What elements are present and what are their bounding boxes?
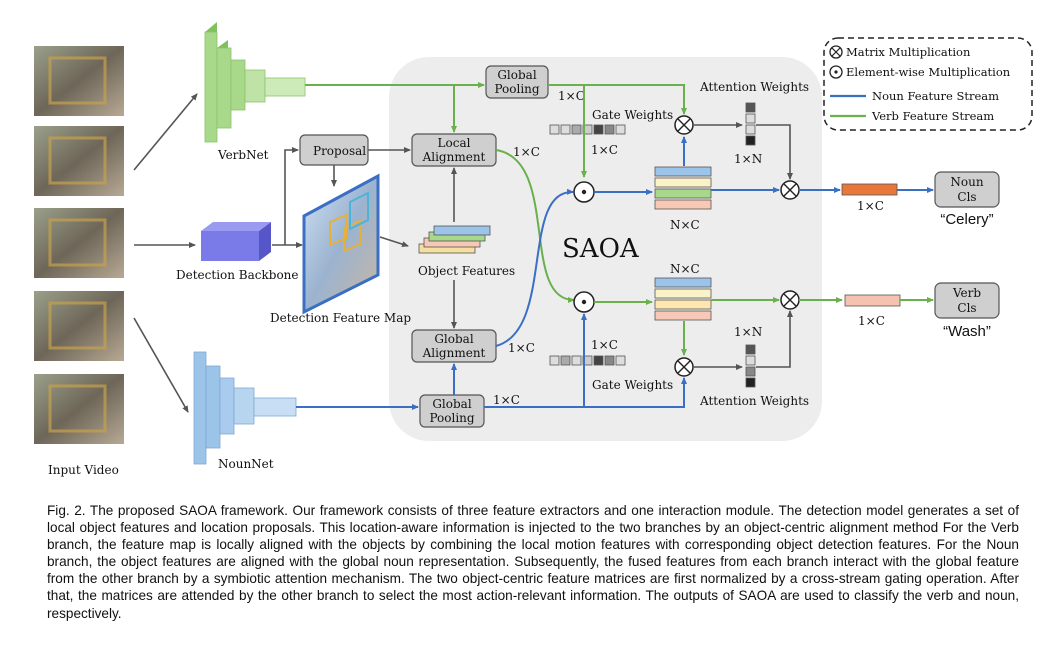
bottom-weights-to-output-node	[756, 310, 793, 368]
noun-matrix-dim-label: N×C	[670, 218, 700, 232]
arrow-video-to-nounnet	[133, 317, 189, 413]
noun-output-dim-label: 1×C	[857, 199, 884, 213]
verb-global-pooling-line2: Pooling	[494, 82, 539, 96]
legend-noun-stream: Noun Feature Stream	[872, 89, 999, 103]
top-gate-weights	[549, 124, 626, 135]
bottom-matrix-multiplication-node	[674, 357, 694, 377]
legend-elementwise-multiplication: Element-wise Multiplication	[846, 65, 1011, 79]
global-alignment-dim-label: 1×C	[508, 341, 535, 355]
verb-stream-to-top-attention	[548, 84, 687, 115]
detection-feature-map-label: Detection Feature Map	[270, 311, 411, 325]
video-frame	[34, 46, 124, 116]
noun-output-vector	[841, 183, 898, 196]
detection-backbone-label: Detection Backbone	[176, 268, 299, 282]
verb-output-multiplication-node	[780, 290, 800, 310]
video-frame	[34, 374, 124, 444]
local-alignment-label-line1: Local	[438, 136, 471, 150]
legend-verb-stream: Verb Feature Stream	[871, 109, 994, 123]
bottom-gate-weights-label: Gate Weights	[592, 378, 673, 392]
noun-output-multiplication-node	[780, 180, 800, 200]
bottom-attention-dim-label: 1×N	[734, 325, 762, 339]
noun-feature-matrix	[654, 166, 712, 210]
arrow-video-to-verbnet	[133, 93, 198, 171]
verb-feature-matrix	[654, 277, 712, 321]
verb-aligned-feature-curve	[495, 149, 575, 303]
dot-icon	[581, 299, 587, 305]
noun-stream-to-bottom-attention	[584, 377, 687, 408]
nounnet-label: NounNet	[218, 457, 274, 471]
top-attention-weight-vector	[745, 102, 756, 146]
noun-cls-box	[934, 171, 1000, 208]
saoa-framework-diagram: SAOA Input Video VerbNet NounNet Detect	[34, 22, 1033, 477]
verb-matrix-dim-label: N×C	[670, 262, 700, 276]
legend-matrix-multiplication: Matrix Multiplication	[846, 45, 971, 59]
local-alignment-dim-label: 1×C	[513, 145, 540, 159]
noun-pooling-dim-label: 1×C	[493, 393, 520, 407]
top-attention-dim-label: 1×N	[734, 152, 762, 166]
video-frame	[34, 291, 124, 361]
verb-global-pooling-box	[485, 65, 549, 99]
bottom-gate-weights	[549, 355, 626, 366]
noun-cls-line2: Cls	[957, 190, 976, 204]
noun-prediction-label: “Celery”	[940, 211, 993, 228]
video-frame	[34, 208, 124, 278]
nounnet-block	[193, 351, 297, 465]
verbnet-block	[204, 22, 306, 143]
elementwise-multiplication-icon	[829, 65, 843, 79]
verb-cls-line1: Verb	[952, 286, 981, 300]
bottom-attention-weight-vector	[745, 344, 756, 388]
global-alignment-label-line2: Alignment	[422, 346, 486, 360]
bottom-attention-weights-label: Attention Weights	[699, 394, 809, 408]
noun-global-pooling-line2: Pooling	[429, 411, 474, 425]
top-matrix-multiplication-node	[674, 115, 694, 135]
detection-feature-map	[302, 173, 380, 315]
bottom-gate-dim-label: 1×C	[591, 338, 618, 352]
global-alignment-label-line1: Global	[434, 332, 473, 346]
noun-global-pooling-box	[419, 394, 485, 428]
noun-global-pooling-line1: Global	[432, 397, 471, 411]
top-gate-weights-label: Gate Weights	[592, 108, 673, 122]
figure-caption: Fig. 2. The proposed SAOA framework. Our…	[47, 503, 1019, 621]
verb-cls-line2: Cls	[957, 301, 976, 315]
noun-aligned-feature-curve	[495, 188, 574, 347]
verb-output-vector	[844, 294, 901, 307]
legend: Matrix Multiplication Element-wise Multi…	[823, 37, 1033, 131]
input-video-frames	[34, 46, 124, 444]
top-attention-weights-label: Attention Weights	[699, 80, 809, 94]
detection-backbone-block	[201, 222, 271, 261]
top-gate-dim-label: 1×C	[591, 143, 618, 157]
dot-icon	[581, 189, 587, 195]
input-video-label: Input Video	[48, 463, 119, 477]
verb-prediction-label: “Wash”	[943, 323, 991, 340]
local-alignment-label-line2: Alignment	[422, 150, 486, 164]
top-weights-to-output-node	[756, 124, 793, 180]
verbnet-label: VerbNet	[217, 148, 269, 162]
arrow-backbone-to-proposal	[284, 147, 299, 245]
verb-pooling-dim-label: 1×C	[558, 89, 585, 103]
matrix-multiplication-icon	[829, 45, 843, 59]
verb-output-dim-label: 1×C	[858, 314, 885, 328]
verb-cls-box	[934, 282, 1000, 319]
saoa-label: SAOA	[562, 234, 640, 264]
video-frame	[34, 126, 124, 196]
object-features-stack	[418, 225, 491, 254]
proposal-label: Proposal	[313, 144, 366, 158]
verb-global-pooling-line1: Global	[497, 68, 536, 82]
noun-cls-line1: Noun	[950, 175, 983, 189]
object-features-label: Object Features	[418, 264, 515, 278]
arrow-map-to-object-features	[379, 236, 409, 248]
